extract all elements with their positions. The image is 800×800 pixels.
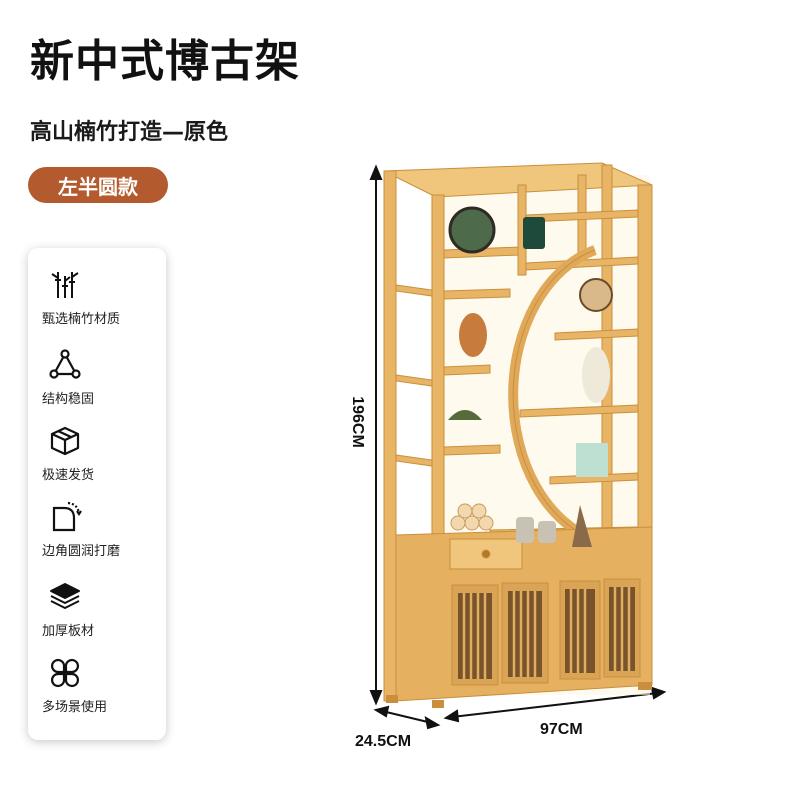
- feature-label: 甄选楠竹材质: [42, 312, 121, 327]
- width-arrow: [443, 686, 667, 723]
- bamboo-icon: [48, 268, 82, 302]
- feature-item: 边角圆润打磨: [28, 500, 166, 559]
- style-badge: 左半圆款: [28, 167, 168, 203]
- clover-icon: [48, 656, 82, 690]
- width-label: 97CM: [540, 721, 583, 738]
- stacked-layers-icon: [48, 580, 82, 614]
- feature-label: 边角圆润打磨: [42, 544, 121, 559]
- feature-label: 多场景使用: [42, 700, 108, 715]
- feature-label: 极速发货: [42, 468, 95, 483]
- decor-objects: [448, 206, 613, 547]
- depth-arrow: [373, 705, 441, 730]
- feature-panel: 甄选楠竹材质 结构稳固 极速发货: [28, 248, 166, 740]
- rounded-corner-icon: [48, 500, 82, 534]
- feature-item: 甄选楠竹材质: [28, 268, 166, 327]
- feature-item: 极速发货: [28, 424, 166, 483]
- product-image: [369, 162, 667, 730]
- feature-item: 结构稳固: [28, 348, 166, 407]
- height-arrow: [369, 164, 383, 706]
- feature-label: 结构稳固: [42, 392, 95, 407]
- depth-label: 24.5CM: [355, 733, 412, 750]
- subtitle: 高山楠竹打造—原色: [30, 120, 229, 145]
- triangle-structure-icon: [48, 348, 82, 382]
- height-label: 196CM: [349, 396, 366, 448]
- feature-item: 多场景使用: [28, 656, 166, 715]
- page-title: 新中式博古架: [30, 36, 300, 87]
- feature-label: 加厚板材: [42, 624, 95, 639]
- box-icon: [48, 424, 82, 458]
- feature-item: 加厚板材: [28, 580, 166, 639]
